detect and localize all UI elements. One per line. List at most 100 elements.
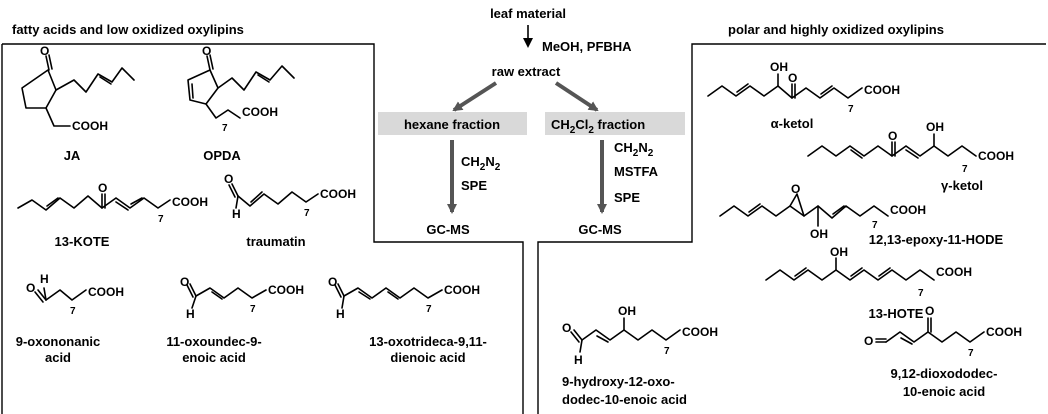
svg-text:H: H	[232, 207, 241, 221]
oxoundec-label-2: enoic acid	[182, 350, 246, 365]
svg-text:7: 7	[962, 164, 968, 175]
gketol-structure: O OH COOH 7	[807, 120, 1014, 175]
kote-label: 13-KOTE	[55, 234, 110, 249]
hydroxy-structure: O H OH COOH 7	[562, 304, 718, 367]
svg-text:COOH: COOH	[72, 119, 108, 133]
svg-text:O: O	[888, 129, 897, 143]
svg-text:COOH: COOH	[986, 325, 1022, 339]
svg-text:7: 7	[304, 208, 310, 219]
svg-text:OH: OH	[810, 227, 828, 241]
right-section-header: polar and highly oxidized oxylipins	[728, 22, 944, 37]
opda-structure: O COOH 7	[187, 44, 295, 134]
right-frame	[537, 43, 1046, 414]
svg-text:7: 7	[158, 214, 164, 225]
svg-text:O: O	[791, 182, 800, 196]
oxononanic-label-2: acid	[45, 350, 71, 365]
hydroxy-label-2: dodec-10-enoic acid	[562, 392, 687, 407]
gcms-left: GC-MS	[426, 222, 470, 237]
svg-text:H: H	[574, 353, 583, 367]
meoh-pfbha-label: MeOH, PFBHA	[542, 39, 632, 54]
ch2cl2-fraction-box	[545, 112, 685, 135]
epoxy-label: 12,13-epoxy-11-HODE	[869, 232, 1004, 247]
leaf-material-label: leaf material	[490, 6, 566, 21]
left-section-header: fatty acids and low oxidized oxylipins	[12, 22, 244, 37]
dioxo-label-2: 10-enoic acid	[903, 384, 985, 399]
dioxo-label-1: 9,12-dioxododec-	[891, 366, 998, 381]
hydroxy-label-1: 9-hydroxy-12-oxo-	[562, 374, 675, 389]
svg-text:7: 7	[968, 348, 974, 359]
oxotrideca-label-2: dienoic acid	[390, 350, 465, 365]
svg-text:7: 7	[664, 346, 670, 357]
kote-structure: O COOH 7	[17, 181, 208, 225]
oxononanic-label-1: 9-oxononanic	[16, 334, 101, 349]
oxotrideca-structure: O H COOH 7	[328, 275, 480, 321]
svg-text:7: 7	[918, 288, 924, 299]
ja-label: JA	[64, 148, 81, 163]
svg-text:COOH: COOH	[444, 283, 480, 297]
diazomethane-left: CH2N2	[461, 154, 501, 173]
hote-label: 13-HOTE	[869, 306, 924, 321]
svg-text:O: O	[562, 321, 571, 335]
spe-left: SPE	[461, 178, 487, 193]
raw-extract-label: raw extract	[492, 64, 561, 79]
oxoundec-label-1: 11-oxoundec-9-	[166, 334, 261, 349]
left-frame	[2, 43, 524, 414]
svg-text:COOH: COOH	[88, 285, 124, 299]
svg-text:O: O	[224, 172, 233, 186]
svg-text:O: O	[788, 71, 797, 85]
svg-text:7: 7	[250, 304, 256, 315]
spe-right: SPE	[614, 190, 640, 205]
workflow: leaf material MeOH, PFBHA raw extract he…	[378, 6, 685, 237]
svg-text:COOH: COOH	[268, 283, 304, 297]
hexane-fraction-label: hexane fraction	[404, 117, 500, 132]
svg-text:COOH: COOH	[242, 105, 278, 119]
svg-text:O: O	[202, 44, 211, 58]
svg-text:COOH: COOH	[682, 325, 718, 339]
aketol-structure: OH O COOH 7	[707, 60, 900, 115]
svg-text:O: O	[40, 44, 49, 58]
svg-text:O: O	[328, 275, 337, 289]
oxotrideca-label-1: 13-oxotrideca-9,11-	[369, 334, 487, 349]
svg-text:OH: OH	[618, 304, 636, 318]
dioxo-structure: O O COOH 7	[864, 304, 1022, 359]
svg-text:COOH: COOH	[172, 195, 208, 209]
diazomethane-right: CH2N2	[614, 140, 654, 159]
svg-text:7: 7	[872, 220, 878, 231]
svg-text:COOH: COOH	[936, 265, 972, 279]
ja-structure: O COOH	[21, 44, 135, 133]
svg-text:OH: OH	[926, 120, 944, 134]
svg-text:O: O	[180, 275, 189, 289]
svg-text:O: O	[925, 304, 934, 318]
ch2cl2-fraction-label: CH2Cl2 fraction	[551, 117, 645, 136]
svg-text:OH: OH	[770, 60, 788, 74]
svg-text:H: H	[186, 307, 195, 321]
traumatin-label: traumatin	[246, 234, 305, 249]
svg-text:COOH: COOH	[890, 203, 926, 217]
svg-text:7: 7	[222, 123, 228, 134]
arrow-to-hexane	[452, 81, 498, 112]
svg-text:H: H	[336, 307, 345, 321]
gketol-label: γ-ketol	[941, 178, 983, 193]
svg-text:O: O	[26, 281, 35, 295]
traumatin-structure: O H COOH 7	[224, 172, 356, 221]
mstfa-label: MSTFA	[614, 164, 659, 179]
svg-text:7: 7	[426, 304, 432, 315]
hote-structure: OH COOH 7	[765, 245, 972, 299]
svg-text:COOH: COOH	[320, 187, 356, 201]
svg-text:COOH: COOH	[978, 149, 1014, 163]
oxononanic-structure: O H COOH 7	[26, 272, 124, 317]
svg-text:O: O	[864, 334, 873, 348]
opda-label: OPDA	[203, 148, 241, 163]
gcms-right: GC-MS	[578, 222, 622, 237]
arrow-to-ch2cl2	[554, 81, 599, 112]
svg-text:H: H	[40, 272, 49, 286]
svg-text:OH: OH	[830, 245, 848, 259]
hexane-fraction-box	[378, 112, 527, 135]
oxoundec-structure: O H COOH 7	[180, 275, 304, 321]
aketol-label: α-ketol	[771, 116, 814, 131]
epoxy-structure: O OH COOH 7	[719, 182, 926, 241]
svg-text:COOH: COOH	[864, 83, 900, 97]
svg-text:7: 7	[70, 306, 76, 317]
svg-text:7: 7	[848, 104, 854, 115]
